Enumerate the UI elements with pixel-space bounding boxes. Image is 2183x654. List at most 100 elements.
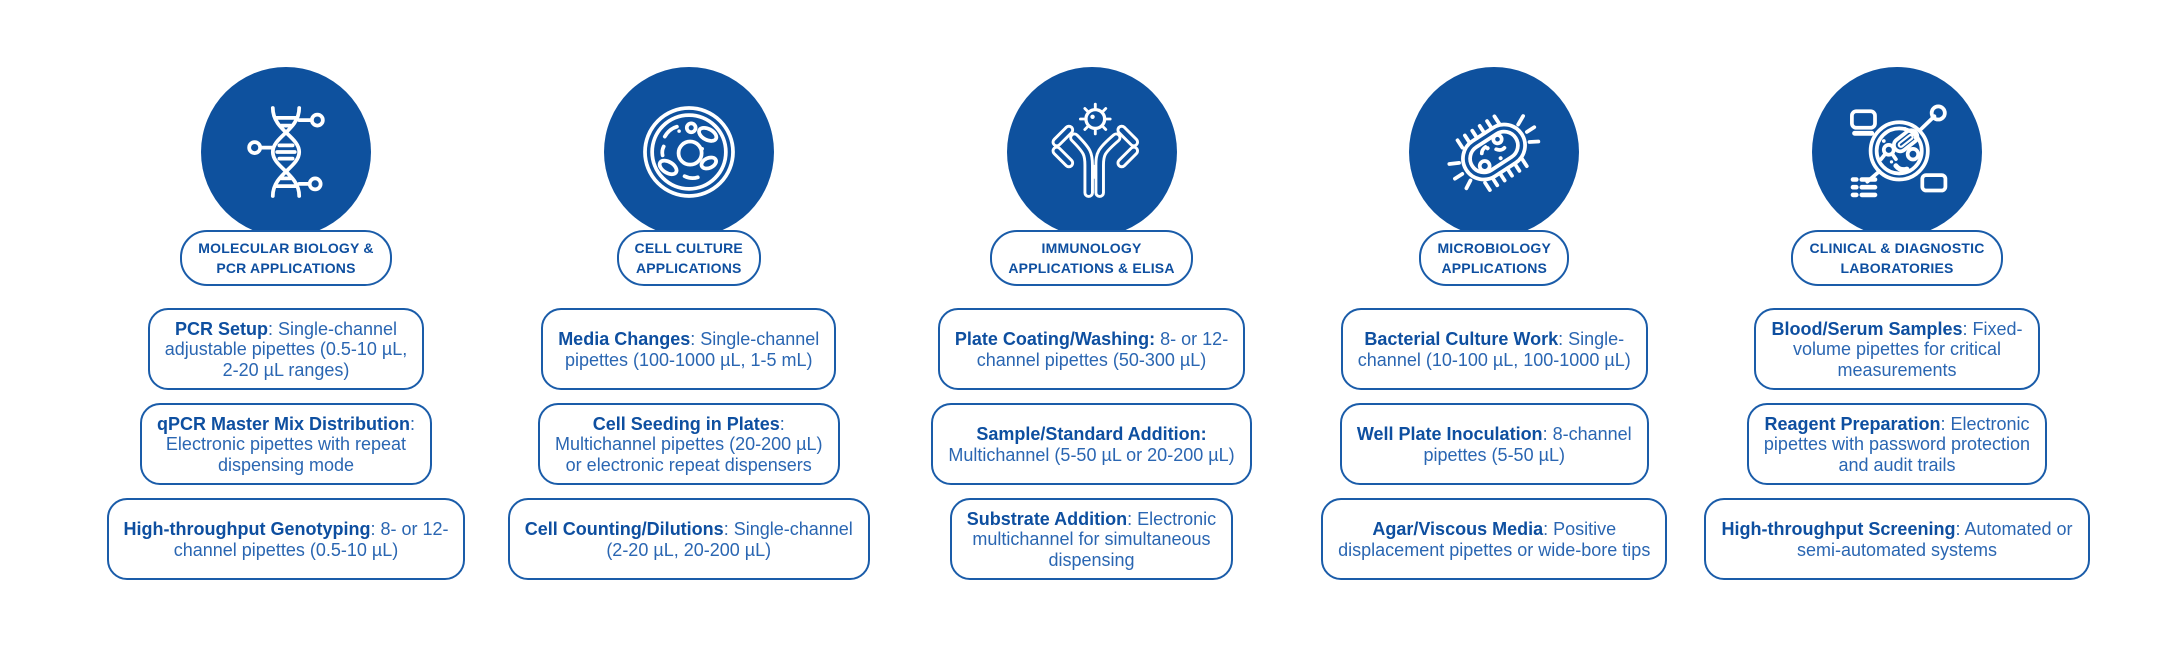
application-boxes: Blood/Serum Samples: Fixed-volume pipett…	[1699, 308, 2095, 580]
column-clinical-diagnostic: CLINICAL & DIAGNOSTIC LABORATORIES Blood/S…	[1699, 67, 2095, 654]
application-text-line: Multichannel (5-50 µL or 20-200 µL)	[948, 445, 1234, 466]
icon-badge	[1006, 67, 1177, 237]
application-boxes: Plate Coating/Washing: 8- or 12-channel …	[894, 308, 1290, 580]
category-label-line: CLINICAL & DIAGNOSTIC	[1809, 240, 1985, 256]
application-text-line: Electronic pipettes with repeat	[157, 434, 415, 455]
application-text-line: Bacterial Culture Work: Single-	[1358, 329, 1631, 350]
category-label: MOLECULAR BIOLOGY & PCR APPLICATIONS	[180, 230, 392, 286]
text-segment: : Positive	[1543, 519, 1617, 539]
application-box: Plate Coating/Washing: 8- or 12-channel …	[937, 308, 1246, 390]
application-box: Sample/Standard Addition:Multichannel (5…	[931, 403, 1252, 485]
text-segment: Multichannel (5-50 µL or 20-200 µL)	[948, 444, 1235, 465]
column-molecular-biology-pcr: MOLECULAR BIOLOGY & PCR APPLICATIONS PCR S…	[88, 67, 484, 654]
category-label-line: LABORATORIES	[1840, 260, 1954, 276]
application-text-line: High-throughput Genotyping: 8- or 12-	[124, 519, 449, 540]
application-text-line: pipettes with password protection	[1764, 434, 2030, 455]
text-segment: Multichannel pipettes (20-200 µL)	[554, 434, 823, 455]
application-text-line: channel (10-100 µL, 100-1000 µL)	[1358, 350, 1631, 371]
text-segment: channel (10-100 µL, 100-1000 µL)	[1357, 349, 1631, 370]
application-text-line: displacement pipettes or wide-bore tips	[1338, 540, 1650, 561]
application-text-line: channel pipettes (50-300 µL)	[955, 350, 1228, 371]
category-label: MICROBIOLOGY APPLICATIONS	[1419, 230, 1570, 286]
text-segment: : Electronic	[1940, 413, 2030, 434]
text-segment: multichannel for simultaneous	[972, 529, 1211, 550]
application-box: Blood/Serum Samples: Fixed-volume pipett…	[1754, 308, 2040, 390]
text-segment: dispensing	[1048, 549, 1135, 570]
application-text-line: qPCR Master Mix Distribution:	[157, 414, 415, 435]
text-segment: pipettes (100-1000 µL, 1-5 mL)	[564, 349, 813, 370]
text-segment: (2-20 µL, 20-200 µL)	[606, 539, 772, 560]
text-segment: :	[410, 413, 416, 434]
application-text-line: Cell Counting/Dilutions: Single-channel	[525, 519, 853, 540]
text-segment: semi-automated systems	[1796, 539, 1998, 560]
bold-term: Well Plate Inoculation	[1356, 424, 1543, 444]
bold-term: Reagent Preparation	[1764, 413, 1941, 434]
icon-badge	[201, 67, 371, 237]
text-segment: Electronic pipettes with repeat	[165, 434, 407, 455]
text-segment: pipettes with password protection	[1763, 434, 2031, 455]
bold-term: PCR Setup	[174, 318, 268, 339]
icon-badge	[1409, 67, 1580, 237]
text-segment: measurements	[1837, 359, 1957, 380]
text-segment: : Electronic	[1127, 508, 1217, 529]
category-label: CLINICAL & DIAGNOSTIC LABORATORIES	[1791, 230, 2003, 286]
application-box: High-throughput Genotyping: 8- or 12-cha…	[106, 498, 466, 580]
application-text-line: Cell Seeding in Plates:	[555, 414, 823, 435]
bold-term: Cell Counting/Dilutions	[524, 519, 724, 539]
application-text-line: semi-automated systems	[1721, 540, 2072, 561]
text-segment: adjustable pipettes (0.5-10 µL,	[164, 339, 408, 360]
bold-term: Plate Coating/Washing:	[954, 329, 1156, 349]
application-text-line: channel pipettes (0.5-10 µL)	[124, 540, 449, 561]
bold-term: Agar/Viscous Media	[1372, 519, 1544, 539]
category-label-line: MOLECULAR BIOLOGY &	[198, 240, 374, 256]
icon-badge	[1812, 67, 1982, 237]
bacteria-icon	[1447, 114, 1541, 192]
bold-term: Blood/Serum Samples	[1771, 318, 1963, 339]
bold-term: Cell Seeding in Plates	[592, 413, 780, 434]
application-box: Cell Counting/Dilutions: Single-channel(…	[507, 498, 870, 580]
text-segment: : Single-channel	[723, 519, 853, 539]
text-segment: : 8- or 12-	[370, 519, 449, 539]
category-label-line: CELL CULTURE	[634, 240, 743, 256]
category-label-line: APPLICATIONS	[1441, 260, 1548, 276]
cell-icon	[642, 106, 735, 198]
bold-term: qPCR Master Mix Distribution	[156, 413, 410, 434]
application-text-line: volume pipettes for critical	[1771, 339, 2022, 360]
icon-badge	[603, 67, 774, 237]
application-text-line: adjustable pipettes (0.5-10 µL,	[165, 339, 408, 360]
text-segment: : Fixed-	[1962, 318, 2023, 339]
category-label-line: APPLICATIONS & ELISA	[1008, 260, 1175, 276]
bold-term: High-throughput Genotyping	[123, 519, 371, 539]
application-text-line: pipettes (100-1000 µL, 1-5 mL)	[558, 350, 819, 371]
text-segment: :	[779, 413, 785, 434]
application-text-line: High-throughput Screening: Automated or	[1721, 519, 2072, 540]
category-label-line: IMMUNOLOGY	[1041, 240, 1142, 256]
application-box: qPCR Master Mix Distribution:Electronic …	[139, 403, 433, 485]
application-text-line: dispensing mode	[157, 455, 415, 476]
application-text-line: multichannel for simultaneous	[967, 529, 1216, 550]
application-boxes: Bacterial Culture Work: Single-channel (…	[1296, 308, 1692, 580]
text-segment: or electronic repeat dispensers	[565, 454, 812, 475]
application-text-line: Agar/Viscous Media: Positive	[1338, 519, 1650, 540]
bold-term: High-throughput Screening	[1721, 519, 1956, 539]
application-box: Bacterial Culture Work: Single-channel (…	[1340, 308, 1648, 390]
application-text-line: Plate Coating/Washing: 8- or 12-	[955, 329, 1228, 350]
text-segment: and audit trails	[1838, 454, 1956, 475]
bold-term: Substrate Addition	[966, 508, 1128, 529]
category-label-line: MICROBIOLOGY	[1437, 240, 1552, 256]
application-text-line: Media Changes: Single-channel	[558, 329, 819, 350]
text-segment: : Single-	[1558, 329, 1625, 349]
category-label-line: PCR APPLICATIONS	[216, 260, 356, 276]
bold-term: Bacterial Culture Work	[1364, 329, 1559, 349]
text-segment: : 8-channel	[1542, 424, 1632, 444]
application-text-line: Substrate Addition: Electronic	[967, 509, 1216, 530]
bold-term: Media Changes	[558, 329, 691, 349]
application-box: Cell Seeding in Plates:Multichannel pipe…	[537, 403, 840, 485]
